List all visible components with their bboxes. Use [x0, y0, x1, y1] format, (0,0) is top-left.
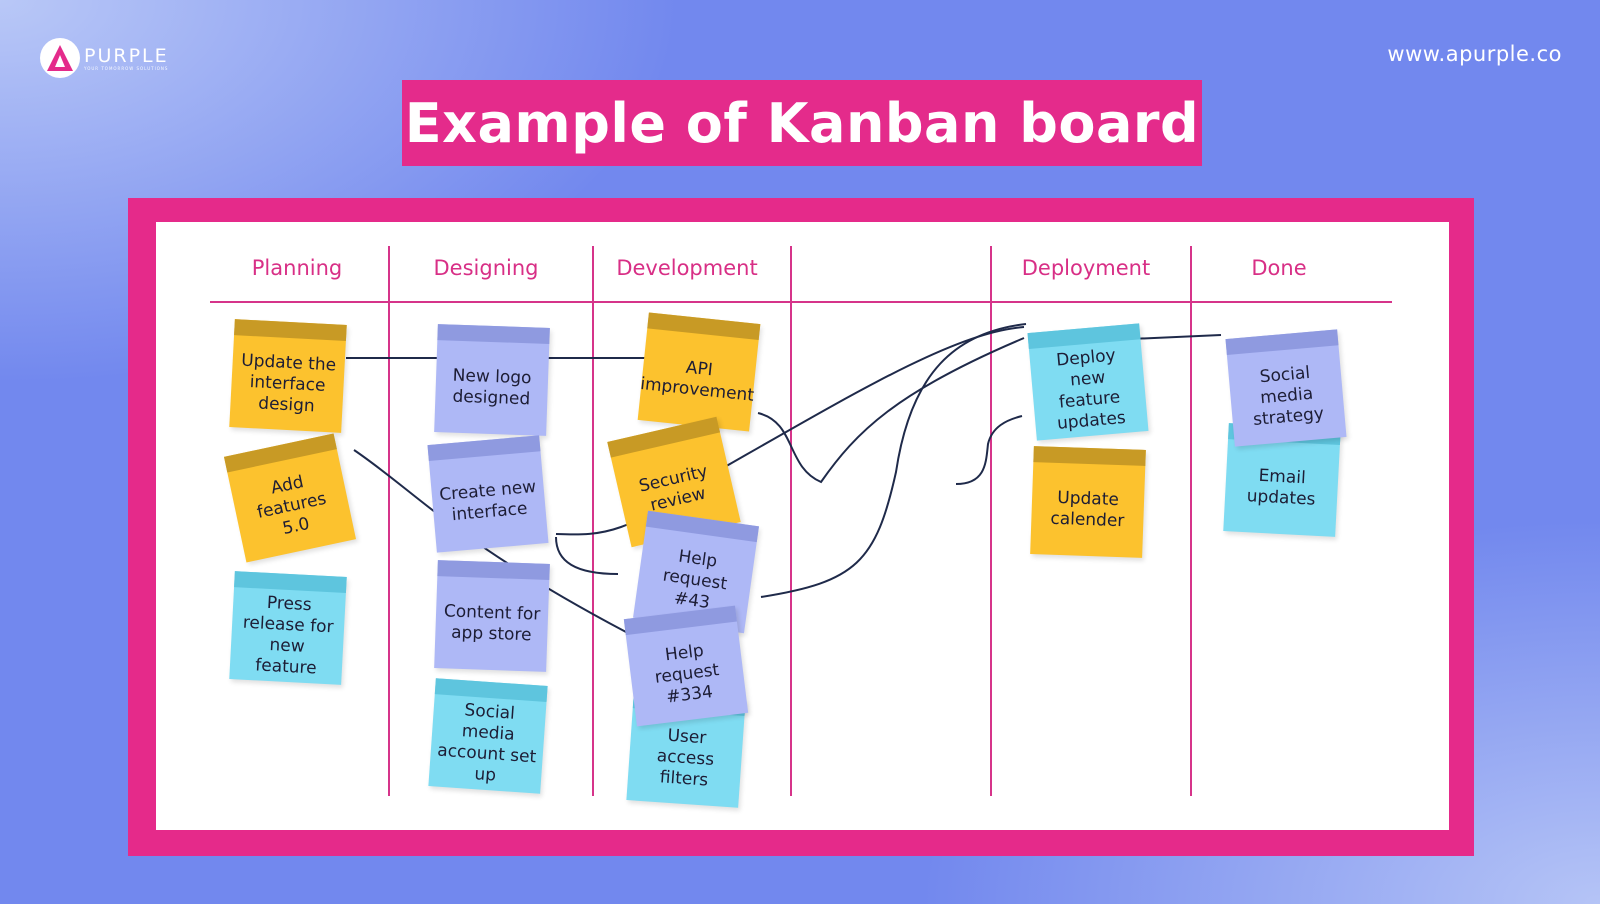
column-title-planning: Planning: [251, 256, 343, 280]
brand-tagline: YOUR TOMORROW SOLUTIONS: [84, 65, 169, 71]
card-deploy-feature-updates[interactable]: Deploy new feature updates: [1027, 323, 1149, 441]
column-title-development: Development: [616, 256, 758, 280]
card-label: Deploy new feature updates: [1055, 345, 1127, 434]
card-new-logo-designed[interactable]: New logo designed: [434, 324, 550, 436]
card-create-new-interface[interactable]: Create new interface: [427, 435, 549, 553]
purple-logo-icon: [40, 38, 80, 78]
card-label: Social media strategy: [1252, 362, 1325, 430]
card-label: Email updates: [1246, 465, 1316, 510]
card-label: Social media account set up: [436, 700, 537, 786]
dependency-lines: [346, 323, 1222, 633]
column-divider: [388, 246, 390, 796]
page-title: Example of Kanban board: [404, 91, 1200, 155]
card-label: API improvement: [639, 357, 755, 406]
column-divider: [990, 246, 992, 796]
card-api-improvement[interactable]: API improvement: [637, 312, 761, 432]
header-rule: [210, 301, 1392, 303]
column-divider: [592, 246, 594, 796]
kanban-board: Planning Designing Development Deploymen…: [156, 222, 1449, 830]
card-add-features[interactable]: Add features 5.0: [223, 433, 357, 563]
card-label: Content for app store: [443, 601, 541, 646]
card-label: Help request #334: [653, 640, 721, 708]
column-title-done: Done: [1251, 256, 1307, 280]
site-url[interactable]: www.apurple.co: [1387, 42, 1562, 66]
brand-name: PURPLE: [84, 44, 169, 67]
brand-logo: PURPLE YOUR TOMORROW SOLUTIONS: [40, 38, 169, 78]
card-label: Security review: [637, 461, 710, 516]
column-title-deployment: Deployment: [1021, 256, 1151, 280]
card-label: User access filters: [656, 725, 715, 791]
card-label: Create new interface: [438, 476, 537, 526]
card-label: Update calender: [1050, 487, 1125, 532]
card-social-media-strategy[interactable]: Social media strategy: [1225, 329, 1347, 447]
card-content-app-store[interactable]: Content for app store: [434, 560, 550, 672]
column-title-designing: Designing: [433, 256, 539, 280]
title-banner: Example of Kanban board: [402, 80, 1202, 166]
card-label: New logo designed: [452, 365, 532, 410]
card-press-release[interactable]: Press release for new feature: [229, 571, 347, 685]
card-social-media-account[interactable]: Social media account set up: [428, 678, 548, 794]
card-update-calender[interactable]: Update calender: [1030, 446, 1146, 558]
kanban-frame: Planning Designing Development Deploymen…: [128, 198, 1474, 856]
card-update-interface-design[interactable]: Update the interface design: [229, 319, 347, 433]
column-divider: [1190, 246, 1192, 796]
card-help-request-334[interactable]: Help request #334: [623, 605, 749, 727]
card-label: Update the interface design: [240, 350, 337, 416]
card-label: Press release for new feature: [242, 592, 335, 679]
column-divider: [790, 246, 792, 796]
card-label: Add features 5.0: [255, 471, 328, 539]
